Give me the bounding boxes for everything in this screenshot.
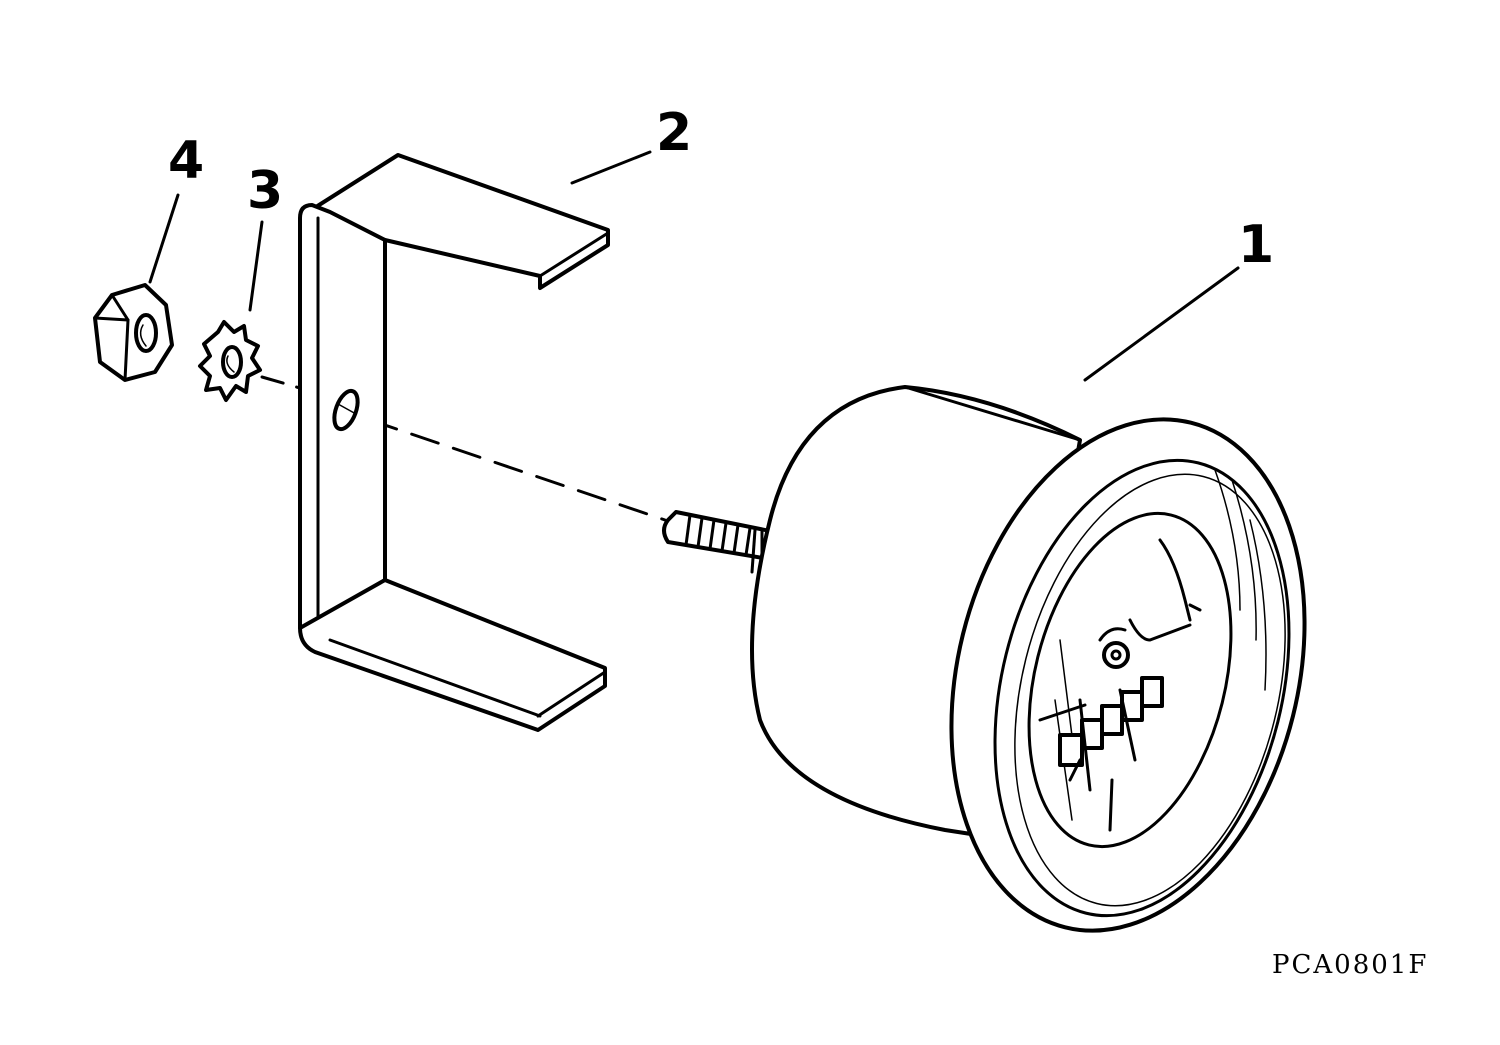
leader-line-1 (1083, 266, 1240, 382)
gauge-bezel (949, 417, 1307, 933)
mounting-bracket (298, 153, 610, 732)
leader-lines (148, 150, 1240, 382)
gauge-face-markings (1038, 538, 1202, 832)
gauge-assembly (662, 385, 1307, 933)
callout-4: 4 (168, 131, 204, 191)
assembly-axis-line (260, 375, 667, 522)
callout-2: 2 (656, 103, 692, 163)
callout-3: 3 (247, 161, 283, 221)
lock-washer (198, 320, 262, 402)
callout-1: 1 (1238, 215, 1274, 275)
threaded-stud (662, 510, 777, 574)
gauge-face (1027, 511, 1233, 849)
drawing-code: PCA0801F (1272, 950, 1428, 980)
bracket-hole (332, 388, 360, 432)
leader-line-4 (148, 193, 180, 284)
hex-nut (93, 283, 174, 382)
leader-line-2 (570, 150, 652, 185)
leader-line-3 (248, 220, 264, 312)
